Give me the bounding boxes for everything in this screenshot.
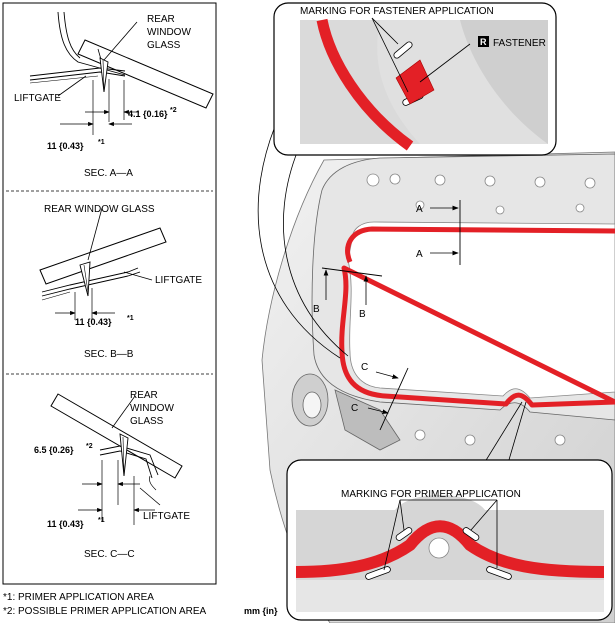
sec-c-dim-large: 11 {0.43} [47,519,84,529]
sec-a-glass-label-1: REAR [147,14,175,25]
sec-c-liftgate-label: LIFTGATE [143,511,190,522]
section-mark-c-bottom: C [351,403,358,414]
sec-a-glass-label-3: GLASS [147,40,181,51]
section-mark-a-top: A [416,204,423,215]
bottom-callout-line-2 [505,401,527,471]
section-mark-b-left: B [313,304,320,315]
units-label: mm {in} [244,606,278,616]
top-callout-line [257,109,341,359]
sec-c-dim-large-note: *1 [98,517,105,524]
section-a-drawing [29,11,214,135]
sec-c-glass-label-3: GLASS [130,416,164,427]
section-mark-b-right: B [359,309,366,320]
sec-c-dim-small: 6.5 {0.26} [34,445,74,455]
fastener-detail [273,2,557,156]
sec-a-glass-label-2: WINDOW [147,27,191,38]
sec-b-caption: SEC. B—B [84,349,134,360]
section-mark-c-top: C [361,362,368,373]
sec-a-dim-small-note: *2 [170,107,177,114]
sec-b-liftgate-label: LIFTGATE [155,275,202,286]
fastener-marking-label: MARKING FOR FASTENER APPLICATION [300,6,494,17]
primer-detail [286,459,613,621]
sec-c-caption: SEC. C—C [84,549,135,560]
sec-b-dim-note: *1 [127,315,134,322]
fastener-badge-letter: R [480,37,487,47]
sec-c-glass-label-2: WINDOW [130,403,174,414]
sec-a-dim-large: 11 {0.43} [47,141,84,151]
fastener-label: FASTENER [493,38,546,49]
note-possible-primer-area: *2: POSSIBLE PRIMER APPLICATION AREA [3,606,207,617]
sec-a-dim-small: 4.1 {0.16} [128,109,168,119]
sec-a-liftgate-label: LIFTGATE [14,93,61,104]
sec-b-dim: 11 {0.43} [75,317,112,327]
section-c-drawing [50,393,183,525]
sec-a-caption: SEC. A—A [84,168,133,179]
sec-c-glass-label-1: REAR [130,390,158,401]
sec-c-dim-small-note: *2 [86,443,93,450]
sections-panel [2,2,217,585]
note-primer-area: *1: PRIMER APPLICATION AREA [3,592,154,603]
bottom-callout-line [479,401,523,471]
primer-marking-label: MARKING FOR PRIMER APPLICATION [341,489,521,500]
sec-a-dim-large-note: *1 [98,139,105,146]
sec-b-glass-label: REAR WINDOW GLASS [44,204,155,215]
fastener-badge [478,36,489,47]
section-b-drawing [39,207,167,320]
section-mark-a-bottom: A [416,249,423,260]
top-callout-line-2 [283,149,349,357]
